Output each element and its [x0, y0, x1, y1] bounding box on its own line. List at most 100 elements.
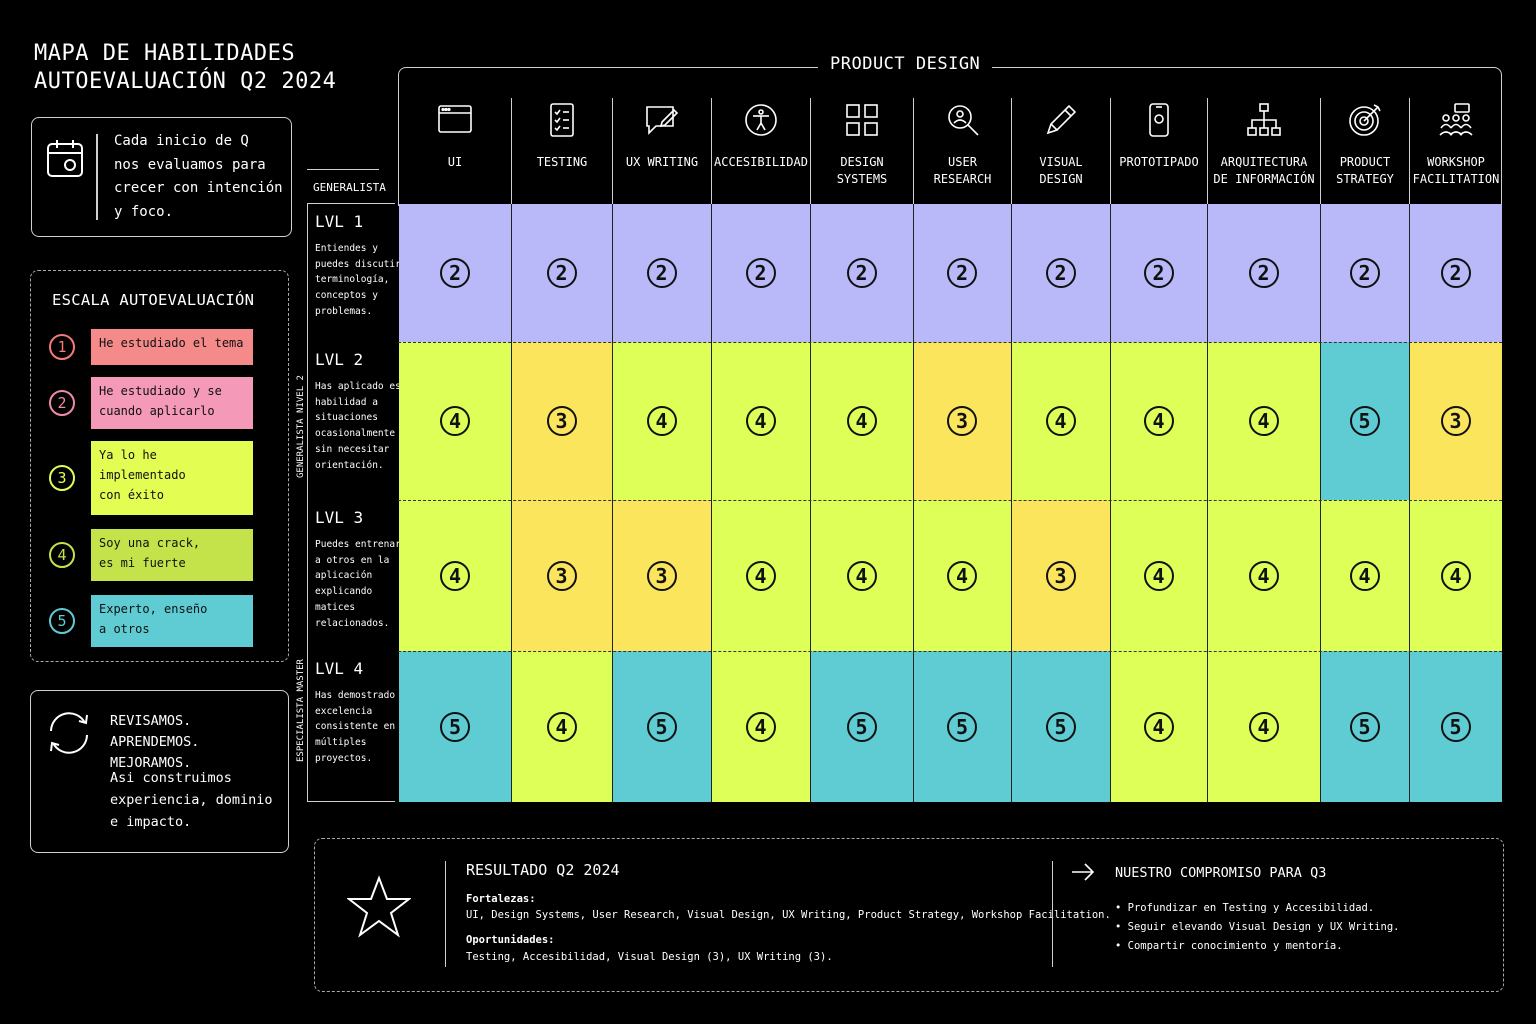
column-label-line: RESEARCH [933, 172, 992, 186]
score-cell: 4 [511, 651, 612, 802]
score-value: 3 [546, 560, 577, 591]
score-cell: 2 [913, 204, 1011, 342]
browser-window-icon [437, 102, 473, 142]
level-name: LVL 2 [315, 350, 364, 369]
column-separator [1207, 204, 1208, 802]
column-header: UI [399, 98, 511, 204]
level-text-line: conceptos y [315, 290, 378, 302]
target-icon [1347, 102, 1383, 142]
score-value: 2 [440, 258, 470, 288]
score-value: 5 [646, 711, 677, 742]
scale-number: 3 [49, 465, 75, 491]
score-cell: 4 [810, 500, 913, 651]
scale-label: He estudiado el tema [91, 329, 253, 365]
level-text-line: Has aplicado esta [315, 381, 413, 392]
score-cell: 3 [913, 342, 1011, 500]
intro-line: Cada inicio de Q [114, 133, 249, 149]
score-value: 5 [1349, 711, 1380, 742]
commit-item: • Profundizar en Testing y Accesibilidad… [1115, 902, 1375, 914]
score-cell: 4 [1207, 500, 1320, 651]
score-value: 3 [947, 406, 977, 436]
level-text-line: explicando [315, 586, 373, 598]
generalista-label: GENERALISTA [313, 181, 386, 194]
column-separator [810, 204, 811, 802]
level-text-line: orientación. [315, 459, 384, 471]
score-cell: 2 [511, 204, 612, 342]
intro-line: nos evaluamos para [114, 156, 266, 173]
sitemap-icon [1246, 102, 1282, 142]
score-value: 3 [546, 406, 577, 436]
mobile-icon [1141, 102, 1177, 142]
column-separator [1320, 204, 1321, 802]
column-label: PROTOTIPADO [1111, 154, 1207, 171]
level-text-line: consistente en [315, 721, 396, 733]
score-value: 4 [745, 406, 776, 436]
level-text-line: relacionados. [315, 617, 390, 629]
level-name: LVL 3 [315, 508, 364, 527]
star-icon [346, 875, 412, 943]
level-text-line: múltiples [315, 737, 367, 749]
score-cell: 4 [1110, 651, 1207, 802]
score-cell: 4 [1320, 500, 1409, 651]
score-value: 4 [546, 711, 577, 742]
column-label-line: UX WRITING [625, 155, 699, 169]
score-cell: 5 [1409, 651, 1502, 802]
review-line: e impacto. [110, 814, 192, 830]
score-cell: 4 [711, 342, 810, 500]
column-label-line: USER [948, 155, 977, 169]
scale-number: 5 [49, 608, 75, 634]
score-cell: 4 [711, 500, 810, 651]
score-cell: 5 [1320, 342, 1409, 500]
score-value: 5 [1440, 711, 1471, 742]
column-label-line: SYSTEMS [836, 172, 888, 186]
scale-label-line: He estudiado y se [99, 384, 222, 398]
scale-label-line: implementado [99, 468, 186, 482]
column-header: TESTING [511, 98, 612, 204]
commit-list: • Profundizar en Testing y Accesibilidad… [1115, 899, 1399, 956]
scale-title: ESCALA AUTOEVALUACIÓN [52, 291, 255, 309]
column-label: ACCESIBILIDAD [712, 154, 810, 171]
team-icon [1438, 102, 1474, 142]
score-cell: 3 [612, 500, 711, 651]
scale-label-line: Experto, enseño [99, 602, 208, 616]
column-label-line: VISUAL [1039, 155, 1083, 169]
score-cell: 5 [913, 651, 1011, 802]
opportunities-label: Oportunidades: [466, 934, 555, 946]
result-divider [445, 861, 446, 967]
title-line-2: AUTOEVALUACIÓN Q2 2024 [34, 69, 337, 94]
score-value: 2 [1248, 258, 1279, 288]
score-cell: 4 [711, 651, 810, 802]
score-value: 2 [1045, 258, 1076, 288]
column-label-line: ARQUITECTURA [1220, 155, 1308, 169]
score-value: 4 [1248, 711, 1279, 742]
score-value: 3 [1440, 406, 1471, 436]
review-line: experiencia, dominio [110, 792, 273, 808]
score-value: 4 [1143, 711, 1174, 742]
score-cell: 3 [1409, 342, 1502, 500]
score-value: 2 [745, 258, 776, 288]
matrix-title: PRODUCT DESIGN [818, 54, 993, 74]
score-cell: 2 [1320, 204, 1409, 342]
score-cell: 4 [1207, 342, 1320, 500]
strengths-text: UI, Design Systems, User Research, Visua… [466, 909, 1111, 921]
score-value: 4 [1349, 560, 1380, 591]
column-label: UI [399, 154, 511, 171]
opportunities-text: Testing, Accesibilidad, Visual Design (3… [466, 951, 833, 963]
score-cell: 5 [810, 651, 913, 802]
column-label: UX WRITING [613, 154, 711, 171]
column-label-line: ACCESIBILIDAD [714, 155, 808, 169]
column-header: PROTOTIPADO [1110, 98, 1207, 204]
column-header: ACCESIBILIDAD [711, 98, 810, 204]
score-cell: 2 [711, 204, 810, 342]
level-text-line: Has demostrado [315, 690, 396, 701]
scale-label-line: Ya lo he [99, 448, 157, 462]
review-body: Asi construimos experiencia, dominio e i… [110, 767, 273, 833]
level-text-line: terminología, [315, 274, 390, 286]
